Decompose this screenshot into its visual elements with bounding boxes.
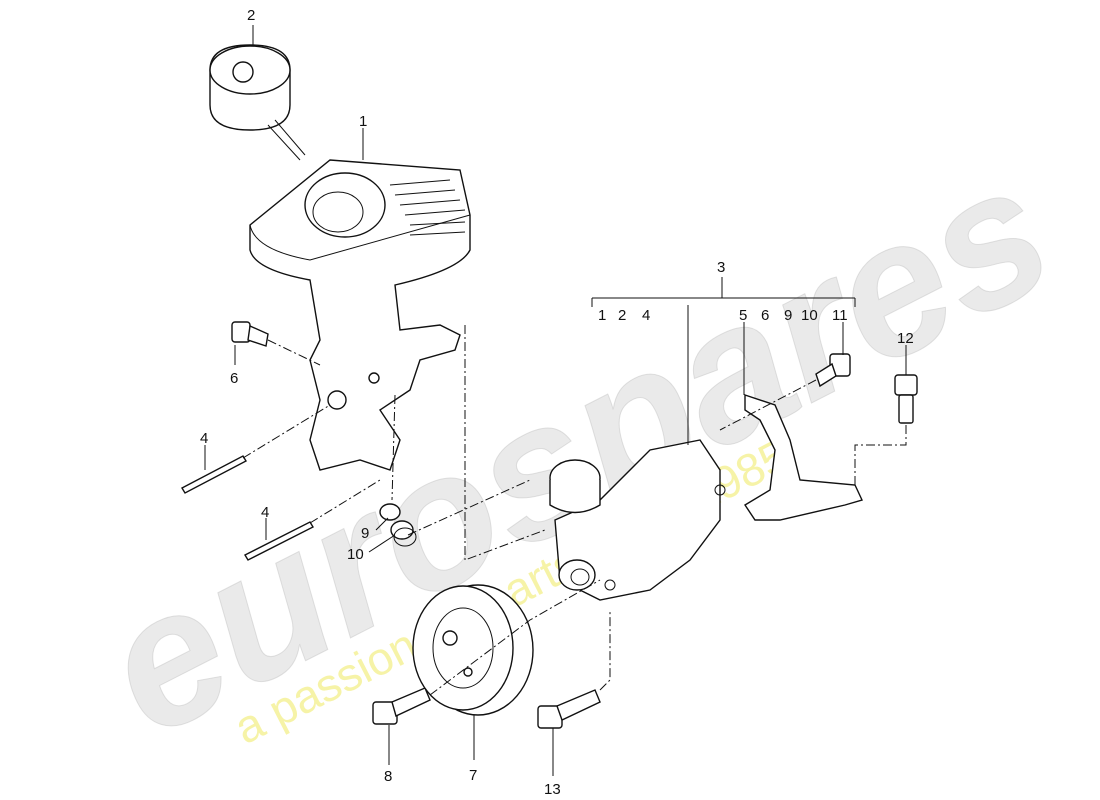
- pin-4-lower: [244, 521, 314, 561]
- callout-4-lower: 4: [261, 504, 269, 521]
- reservoir-cap: [209, 44, 306, 161]
- group3-item: 4: [642, 307, 650, 324]
- bolt-6: [231, 321, 269, 347]
- pulley-7: [412, 584, 534, 716]
- bolt-8: [372, 687, 431, 725]
- o-ring-9: [379, 503, 401, 521]
- power-steering-pump: [549, 439, 726, 601]
- bracket-5: [744, 394, 863, 521]
- bolt-12: [894, 374, 918, 424]
- callout-2: 2: [247, 7, 255, 24]
- callout-1: 1: [359, 113, 367, 130]
- group3-item: 10: [801, 307, 818, 324]
- watermark-brand: eurospares: [72, 123, 1081, 777]
- group3-item: 6: [761, 307, 769, 324]
- callout-4-upper: 4: [200, 430, 208, 447]
- group3-item: 5: [739, 307, 747, 324]
- pin-4-upper: [181, 455, 247, 494]
- group3-item: 1: [598, 307, 606, 324]
- leader-lines: [204, 25, 907, 776]
- group3-item: 9: [784, 307, 792, 324]
- watermark: eurospares a passion for parts since 198…: [72, 122, 1082, 777]
- callout-13: 13: [544, 781, 561, 798]
- callout-9: 9: [361, 525, 369, 542]
- callout-7: 7: [469, 767, 477, 784]
- bolt-13: [537, 689, 601, 729]
- callout-6: 6: [230, 370, 238, 387]
- callout-12: 12: [897, 330, 914, 347]
- callout-10: 10: [347, 546, 364, 563]
- bolt-11: [815, 353, 851, 388]
- fitting-10: [390, 520, 417, 547]
- fluid-reservoir: [249, 159, 471, 471]
- group3-item: 11: [832, 307, 848, 324]
- group3-item: 2: [618, 307, 626, 324]
- callout-3: 3: [717, 259, 725, 276]
- callout-labels: 2 1 3 1 2 4 5 6 9 10 11 12 6 4 4 9 10 7 …: [200, 7, 914, 798]
- callout-8: 8: [384, 768, 392, 785]
